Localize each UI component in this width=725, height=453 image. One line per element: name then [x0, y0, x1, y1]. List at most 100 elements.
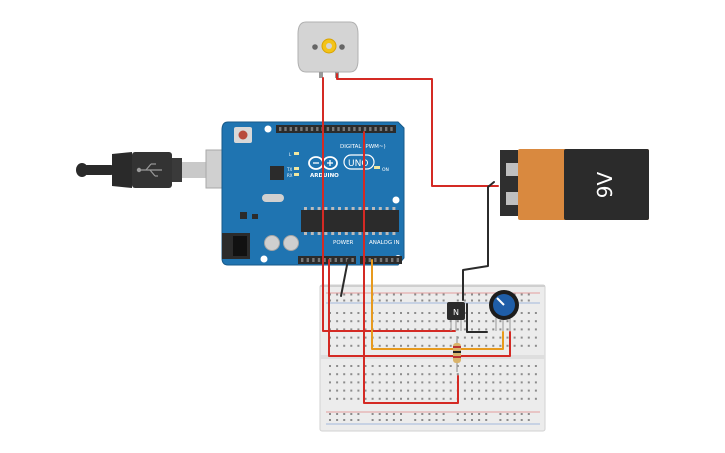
- breadboard-hole: [435, 299, 438, 302]
- chip-pin: [358, 232, 362, 235]
- breadboard-hole: [343, 397, 346, 400]
- breadboard-hole: [442, 336, 445, 339]
- breadboard-hole: [499, 389, 502, 392]
- breadboard-hole: [442, 344, 445, 347]
- breadboard-hole: [350, 336, 353, 339]
- breadboard-hole: [527, 365, 530, 367]
- breadboard-hole: [329, 413, 331, 415]
- breadboard-hole: [336, 365, 339, 367]
- breadboard-hole: [392, 328, 395, 331]
- breadboard-hole: [478, 312, 481, 314]
- breadboard-hole: [485, 344, 488, 347]
- header-pin: [369, 127, 372, 131]
- header-pin: [351, 258, 354, 262]
- header-pin: [316, 127, 319, 131]
- breadboard-hole: [492, 381, 495, 384]
- breadboard-hole: [364, 365, 367, 367]
- breadboard-hole: [499, 320, 502, 323]
- breadboard-hole: [435, 373, 438, 376]
- arduino-uno-board[interactable]: DIGITAL (PWM~) ON TX RX L ARDUINO UNO: [221, 121, 405, 266]
- breadboard-hole: [428, 365, 431, 367]
- breadboard-hole: [534, 381, 537, 384]
- breadboard-hole: [478, 320, 481, 323]
- breadboard-hole: [506, 365, 509, 367]
- battery-9v[interactable]: 9V: [500, 149, 649, 220]
- breadboard-hole: [385, 336, 388, 339]
- breadboard-hole: [378, 336, 381, 339]
- breadboard-hole: [527, 312, 530, 314]
- breadboard-hole: [492, 365, 495, 367]
- breadboard-hole: [513, 373, 516, 376]
- breadboard-hole: [378, 397, 381, 400]
- chip-pin: [351, 232, 355, 235]
- capacitor: [283, 235, 299, 251]
- chip-pin: [365, 232, 369, 235]
- breadboard-hole: [364, 312, 367, 314]
- potentiometer[interactable]: [489, 290, 519, 331]
- breadboard-hole: [407, 397, 410, 400]
- breadboard-hole: [336, 293, 339, 296]
- breadboard-hole: [378, 419, 381, 421]
- breadboard-hole: [407, 320, 410, 323]
- breadboard-hole: [534, 336, 537, 339]
- breadboard-hole: [350, 344, 353, 347]
- breadboard-hole: [456, 373, 459, 376]
- breadboard-hole: [513, 397, 516, 400]
- breadboard-hole: [520, 365, 523, 367]
- chip-pin: [378, 232, 382, 235]
- breadboard-hole: [414, 413, 417, 415]
- header-pin: [347, 127, 351, 131]
- chip-pin: [372, 207, 375, 210]
- breadboard-hole: [336, 381, 339, 384]
- breadboard-hole: [371, 397, 374, 400]
- breadboard-hole: [492, 389, 495, 392]
- dc-motor[interactable]: [297, 21, 359, 78]
- breadboard-hole: [435, 328, 438, 331]
- chip-pin: [372, 232, 375, 235]
- breadboard-hole: [357, 299, 360, 302]
- battery-cap: [500, 150, 518, 216]
- breadboard-hole: [350, 328, 353, 331]
- header-pin: [379, 127, 383, 131]
- breadboard-hole: [357, 381, 360, 384]
- breadboard-hole: [471, 312, 473, 314]
- breadboard-hole: [385, 344, 388, 347]
- npn-transistor[interactable]: N: [447, 302, 465, 331]
- breadboard-hole: [463, 381, 466, 384]
- breadboard-hole: [506, 413, 509, 415]
- breadboard-hole: [471, 365, 473, 367]
- breadboard-hole: [428, 299, 431, 302]
- breadboard-hole: [435, 320, 438, 323]
- breadboard-hole: [378, 413, 381, 415]
- breadboard-hole: [329, 365, 331, 367]
- breadboard-hole: [378, 381, 381, 384]
- breadboard-hole: [485, 328, 488, 331]
- header-pin: [310, 127, 314, 131]
- breadboard-hole: [513, 344, 516, 347]
- breadboard-hole: [407, 381, 410, 384]
- resistor[interactable]: [453, 336, 461, 372]
- breadboard-hole: [385, 293, 388, 296]
- breadboard-hole: [421, 389, 424, 392]
- header-pin: [301, 258, 304, 262]
- breadboard-hole: [520, 293, 523, 296]
- breadboard-hole: [506, 344, 509, 347]
- breadboard[interactable]: [319, 284, 546, 432]
- breadboard-hole: [478, 397, 481, 400]
- breadboard-hole: [442, 299, 445, 302]
- breadboard-hole: [421, 312, 424, 314]
- breadboard-hole: [478, 381, 481, 384]
- breadboard-hole: [329, 389, 331, 392]
- power-header: [298, 256, 356, 264]
- breadboard-hole: [392, 312, 395, 314]
- breadboard-hole: [336, 328, 339, 331]
- breadboard-hole: [414, 299, 417, 302]
- breadboard-hole: [428, 312, 431, 314]
- header-pin: [317, 258, 321, 262]
- breadboard-hole: [449, 389, 452, 392]
- breadboard-hole: [392, 389, 395, 392]
- breadboard-hole: [400, 336, 402, 339]
- breadboard-hole: [485, 397, 488, 400]
- breadboard-hole: [499, 344, 502, 347]
- breadboard-hole: [442, 328, 445, 331]
